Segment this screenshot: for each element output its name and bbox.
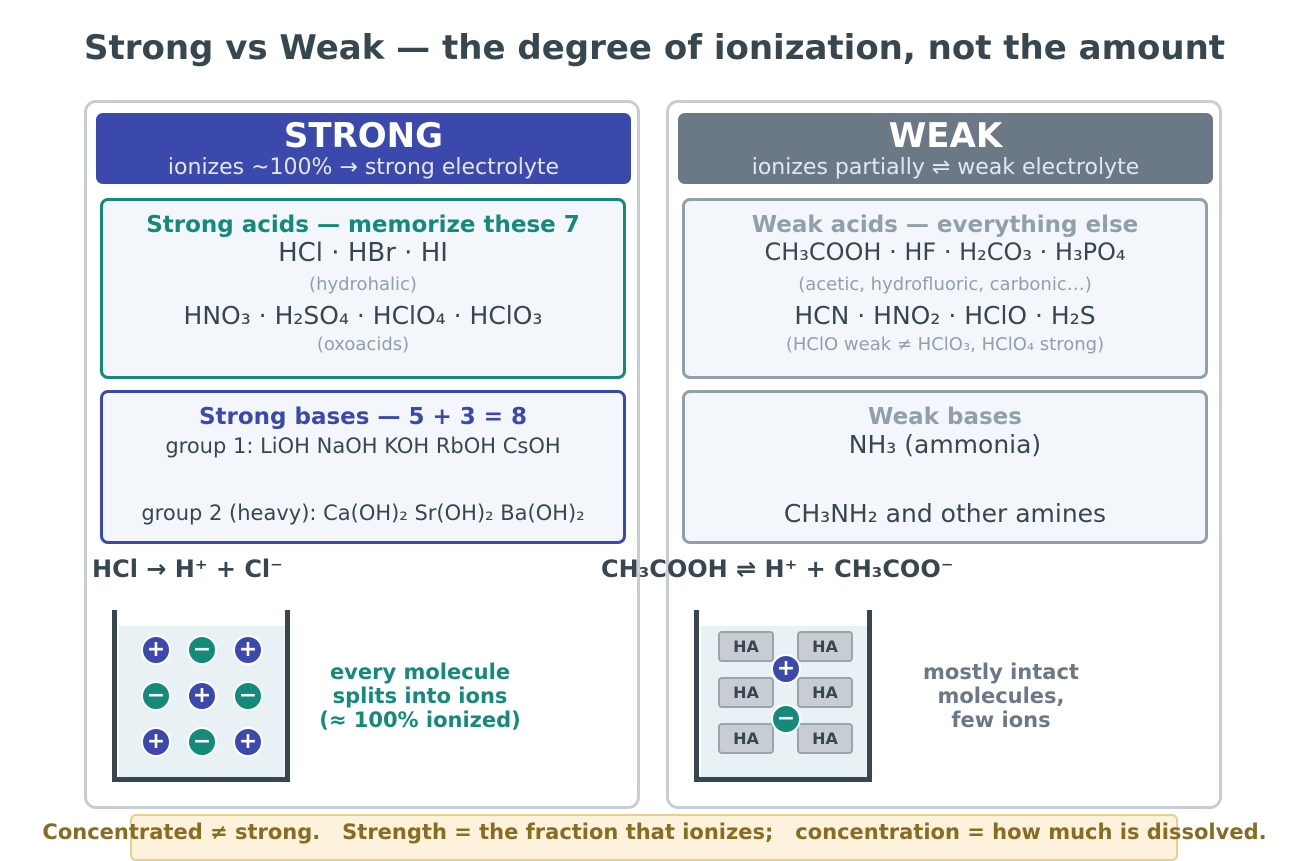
- footer-box: [130, 814, 1178, 861]
- cation-icon: +: [187, 681, 217, 711]
- weak-caption: mostly intact molecules, few ions: [890, 660, 1112, 732]
- cation-icon: +: [141, 727, 171, 757]
- anion-icon: −: [187, 727, 217, 757]
- strong-acids-note-hydrohalic: (hydrohalic): [309, 274, 417, 295]
- weak-bases-title: Weak bases: [868, 404, 1022, 430]
- anion-icon: −: [771, 704, 801, 734]
- strong-acids-oxoacids: HNO₃ · H₂SO₄ · HClO₄ · HClO₃: [183, 301, 543, 330]
- strong-bases-group1: group 1: LiOH NaOH KOH RbOH CsOH: [165, 434, 561, 458]
- anion-icon: −: [187, 635, 217, 665]
- strong-beaker: [112, 610, 290, 782]
- strong-caption-line: splits into ions: [332, 684, 508, 708]
- strong-bases-title: Strong bases — 5 + 3 = 8: [198, 404, 528, 430]
- cation-icon: +: [771, 654, 801, 684]
- page-title: Strong vs Weak — the degree of ionizatio…: [83, 28, 1226, 68]
- strong-caption-line: every molecule: [329, 660, 511, 684]
- weak-acids-note1: (acetic, hydrofluoric, carbonic…): [798, 274, 1092, 295]
- weak-acids-row2: HCN · HNO₂ · HClO · H₂S: [794, 301, 1096, 330]
- intact-molecule: HA: [797, 631, 853, 662]
- intact-molecule: HA: [718, 677, 774, 708]
- weak-bases-ammonia: NH₃ (ammonia): [848, 430, 1042, 459]
- strong-acids-hydrohalic: HCl · HBr · HI: [278, 238, 448, 268]
- footer-note: Concentrated ≠ strong. Strength = the fr…: [42, 820, 1267, 844]
- anion-icon: −: [233, 681, 263, 711]
- weak-beaker: [694, 610, 872, 782]
- weak-acids-note2: (HClO weak ≠ HClO₃, HClO₄ strong): [785, 334, 1105, 355]
- intact-molecule: HA: [718, 631, 774, 662]
- strong-acids-title: Strong acids — memorize these 7: [146, 212, 580, 238]
- weak-caption-line: molecules,: [937, 684, 1065, 708]
- weak-acids-box: Weak acids — everything else CH₃COOH · H…: [682, 198, 1208, 379]
- cation-icon: +: [233, 635, 263, 665]
- weak-header-title: WEAK: [888, 116, 1003, 156]
- anion-icon: −: [141, 681, 171, 711]
- strong-acids-note-oxoacids: (oxoacids): [316, 334, 410, 355]
- strong-header-title: STRONG: [283, 116, 444, 156]
- strong-header-subtitle: ionizes ~100% → strong electrolyte: [167, 155, 560, 180]
- strong-caption-line: (≈ 100% ionized): [319, 708, 521, 732]
- weak-bases-amines: CH₃NH₂ and other amines: [783, 499, 1107, 528]
- strong-bases-group2: group 2 (heavy): Ca(OH)₂ Sr(OH)₂ Ba(OH)₂: [141, 501, 585, 525]
- weak-caption-line: mostly intact: [923, 660, 1079, 684]
- cation-icon: +: [233, 727, 263, 757]
- intact-molecule: HA: [797, 677, 853, 708]
- weak-bases-box: Weak bases NH₃ (ammonia) CH₃NH₂ and othe…: [682, 390, 1208, 544]
- strong-equation: HCl → H⁺ + Cl⁻: [92, 555, 283, 583]
- strong-caption: every molecule splits into ions (≈ 100% …: [300, 660, 540, 732]
- strong-acids-box: Strong acids — memorize these 7 HCl · HB…: [100, 198, 626, 379]
- strong-header: STRONG ionizes ~100% → strong electrolyt…: [96, 113, 631, 184]
- cation-icon: +: [141, 635, 171, 665]
- weak-caption-line: few ions: [951, 708, 1051, 732]
- weak-header-subtitle: ionizes partially ⇌ weak electrolyte: [751, 155, 1140, 180]
- weak-header: WEAK ionizes partially ⇌ weak electrolyt…: [678, 113, 1213, 184]
- weak-equation: CH₃COOH ⇌ H⁺ + CH₃COO⁻: [601, 555, 954, 583]
- weak-acids-row1: CH₃COOH · HF · H₂CO₃ · H₃PO₄: [764, 238, 1126, 266]
- intact-molecule: HA: [718, 723, 774, 754]
- intact-molecule: HA: [797, 723, 853, 754]
- strong-bases-box: Strong bases — 5 + 3 = 8 group 1: LiOH N…: [100, 390, 626, 544]
- weak-acids-title: Weak acids — everything else: [751, 212, 1139, 238]
